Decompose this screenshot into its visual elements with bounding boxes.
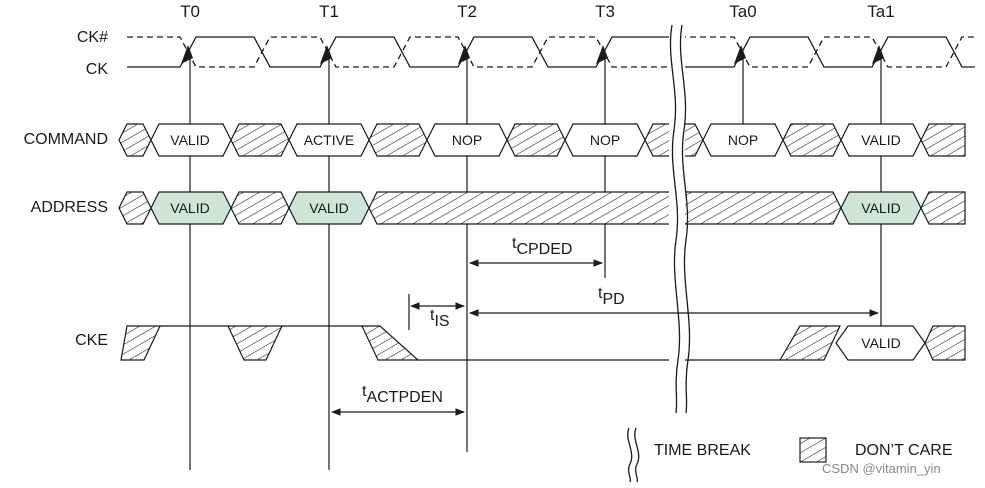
clock-edge-label-t2: T2 [457, 2, 477, 21]
command-text-ta1: VALID [861, 132, 900, 148]
address-text-ta1: VALID [861, 200, 900, 216]
signal-label-command: COMMAND [24, 131, 108, 148]
command-text-t3: NOP [590, 132, 620, 148]
address-row [118, 191, 966, 225]
address-cell-valid-ta1 [840, 191, 922, 225]
dont-care-segment [118, 123, 152, 157]
legend-dont-care-label: DON’T CARE [855, 442, 953, 459]
command-text-t0: VALID [170, 132, 209, 148]
dont-care-segment [778, 325, 841, 361]
address-cell-valid-t1 [288, 191, 370, 225]
signal-label-ck-bar: CK# [77, 29, 108, 46]
command-text-ta0: NOP [728, 132, 758, 148]
clock-reference-lines [189, 52, 882, 470]
dont-care-segment [230, 191, 290, 225]
t-pd-label: tPD [598, 285, 625, 308]
dont-care-segment [361, 325, 420, 361]
edge-arrow-icon-t0 [181, 45, 193, 64]
dont-care-icon [799, 437, 827, 463]
command-text-t1: ACTIVE [304, 132, 355, 148]
clock-edge-label-ta0: Ta0 [729, 2, 756, 21]
clock-edge-label-t0: T0 [180, 2, 200, 21]
address-text-t1: VALID [309, 200, 348, 216]
dont-care-segment [368, 123, 428, 157]
dont-care-segment [120, 325, 161, 361]
dont-care-segment [506, 123, 566, 157]
command-cell-nop-t3 [564, 123, 646, 157]
clock-edge-label-ta1: Ta1 [867, 2, 894, 21]
dont-care-segment [920, 191, 966, 225]
address-cell-valid-t0 [150, 191, 232, 225]
cke-text-valid: VALID [861, 335, 900, 351]
signal-label-address: ADDRESS [31, 199, 108, 216]
clock-edge-arrows [181, 45, 884, 64]
ck-bar-waveform [127, 36, 975, 68]
command-row [118, 123, 966, 157]
cke-row [120, 325, 966, 361]
command-cell-valid-t0 [150, 123, 232, 157]
dont-care-segment [118, 191, 152, 225]
ck-waveform [127, 36, 975, 68]
dont-care-segment [227, 325, 283, 361]
address-text-t0: VALID [170, 200, 209, 216]
timing-arrows [331, 259, 879, 416]
legend-time-break-label: TIME BREAK [654, 442, 751, 459]
dont-care-segment [782, 123, 842, 157]
dont-care-segment [924, 325, 966, 361]
clock-edge-label-t1: T1 [319, 2, 339, 21]
clock-edge-label-t3: T3 [595, 2, 615, 21]
legend: TIME BREAK DON’T CARE [627, 427, 953, 483]
command-cell-valid-ta1 [840, 123, 922, 157]
command-cell-nop-ta0 [702, 123, 784, 157]
command-cell-nop-t2 [426, 123, 508, 157]
cke-cell-valid [835, 325, 926, 361]
watermark: CSDN @vitamin_yin [822, 461, 941, 476]
t-cpded-label: tCPDED [512, 235, 572, 258]
signal-label-ck: CK [86, 61, 109, 78]
dont-care-segment [920, 123, 966, 157]
t-is-label: tIS [430, 307, 450, 330]
dont-care-segment [368, 191, 842, 225]
command-text-t2: NOP [452, 132, 482, 148]
dont-care-segment [230, 123, 290, 157]
time-break-icon [627, 427, 640, 483]
t-actpden-label: tACTPDEN [362, 383, 443, 406]
command-cell-active-t1 [288, 123, 370, 157]
signal-label-cke: CKE [75, 332, 108, 349]
